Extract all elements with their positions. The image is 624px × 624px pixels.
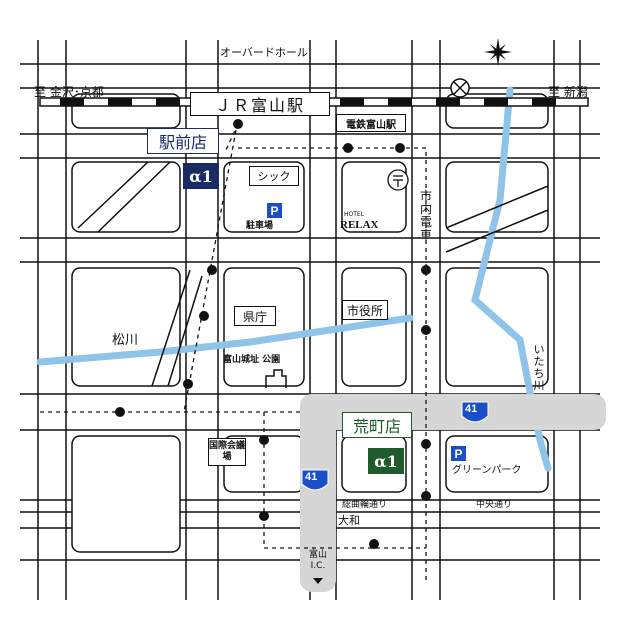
parking-icon-green-park: P: [451, 446, 466, 461]
parking-ekimae-label: 駐車場: [246, 221, 274, 231]
itachi-river-label: いたち川: [533, 343, 545, 392]
to-niigata-label: 至 新潟: [548, 85, 588, 99]
yamato-label: 大和: [338, 514, 360, 527]
compass-rose-icon: [484, 38, 512, 66]
shiyakusho-label: 市役所: [342, 300, 388, 320]
hotel-relax-label: RELAX: [340, 219, 379, 231]
tram-stops: [115, 119, 431, 549]
ic-arrow-icon: [313, 578, 323, 584]
police-box-icon: [450, 78, 470, 98]
shinai-densha-label: 市内電車: [419, 189, 432, 242]
route-41-label-south: 41: [305, 471, 318, 483]
ekimae-store-label: 駅前店: [147, 128, 219, 154]
sokyokuwa-dori-label: 総曲輪通り: [342, 500, 388, 510]
green-park-label: グリーンパーク: [452, 465, 522, 476]
rivers: [36, 86, 552, 472]
parking-icon: P: [267, 203, 282, 218]
route-41-shield-icon: [301, 401, 489, 491]
aramachi-store-logo: α1: [368, 448, 404, 474]
ekimae-store-logo: α1: [183, 163, 219, 189]
dentetsu-station-sign: 電鉄富山駅: [336, 114, 406, 132]
toyama-ic-label: 富山 I.C.: [308, 550, 327, 571]
kencho-label: 県庁: [234, 306, 276, 326]
post-office-icon: [387, 169, 409, 191]
hotel-small-label: HOTEL: [344, 211, 365, 218]
route-41-label-east: 41: [465, 403, 478, 415]
diagonal-roads: [77, 161, 549, 387]
shikku-label: シック: [249, 166, 299, 186]
castle-ruins-icon: [265, 369, 287, 388]
chuo-dori-label: 中央通り: [476, 500, 513, 510]
kokusai-kaigijo-label: 国際会議場: [208, 438, 246, 466]
jr-station-sign: ＪＲ富山駅: [190, 92, 330, 116]
to-kanazawa-label: 至 金沢･京都: [34, 85, 104, 99]
opera-hall-label: オーバードホール: [220, 46, 308, 59]
matsukawa-label: 松川: [112, 333, 139, 348]
aramachi-store-label: 荒町店: [342, 412, 412, 438]
toyama-castle-label: 富山城址 公園: [223, 355, 281, 365]
